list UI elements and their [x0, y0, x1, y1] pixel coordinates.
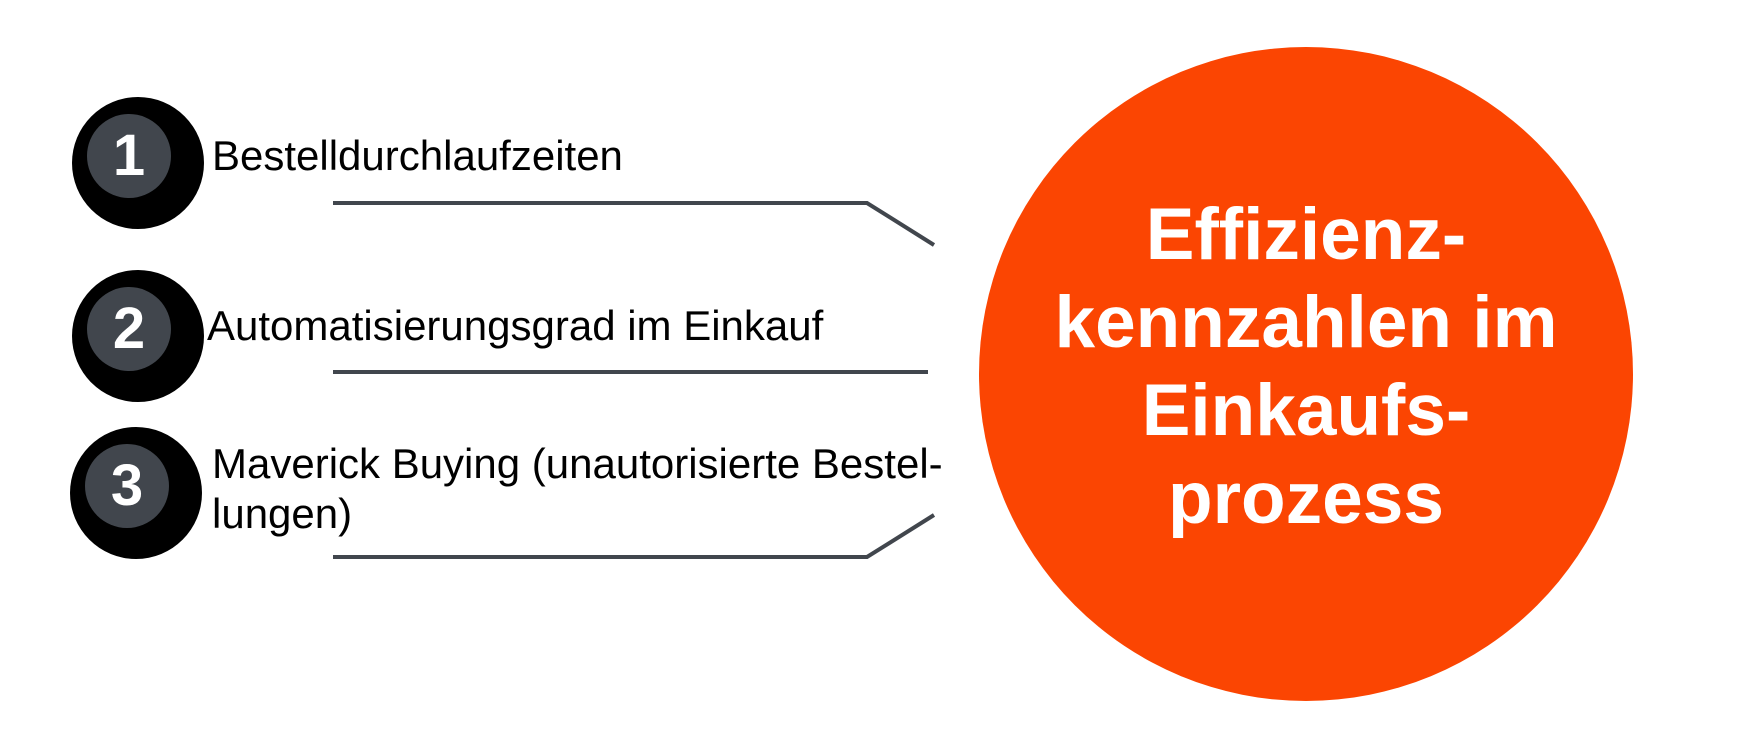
- step-3-label-line-1: Maverick Buying (unautorisierte Bestel-: [212, 440, 943, 487]
- main-topic-line-3: Einkaufs-: [1141, 370, 1471, 451]
- step-1-label: Bestelldurchlaufzeiten: [212, 131, 623, 181]
- step-3-number: 3: [110, 453, 144, 518]
- connector-3: [333, 513, 936, 559]
- step-1-badge: 1: [72, 97, 204, 229]
- step-2-number: 2: [112, 296, 146, 361]
- main-topic-text: Effizienz- kennzahlen im Einkaufs- proze…: [1054, 191, 1557, 543]
- main-topic-line-2: kennzahlen im: [1054, 282, 1558, 363]
- step-3-label: Maverick Buying (unautorisierte Bestel- …: [212, 439, 943, 539]
- step-3-number-circle: 3: [85, 444, 169, 528]
- step-2-label-line-1: Automatisierungsgrad im Einkauf: [207, 302, 824, 349]
- step-1-label-line-1: Bestelldurchlaufzeiten: [212, 132, 623, 179]
- step-1-number: 1: [112, 123, 146, 188]
- step-2-label: Automatisierungsgrad im Einkauf: [207, 301, 823, 351]
- step-3-badge: 3: [70, 427, 202, 559]
- step-2-number-circle: 2: [87, 287, 171, 371]
- main-topic-line-1: Effizienz-: [1145, 194, 1467, 275]
- step-3-label-line-2: lungen): [212, 490, 353, 537]
- main-topic-circle: Effizienz- kennzahlen im Einkaufs- proze…: [979, 47, 1633, 701]
- step-2-badge: 2: [72, 270, 204, 402]
- main-topic-line-4: prozess: [1168, 458, 1444, 539]
- connector-1: [333, 201, 936, 247]
- step-1-number-circle: 1: [87, 114, 171, 198]
